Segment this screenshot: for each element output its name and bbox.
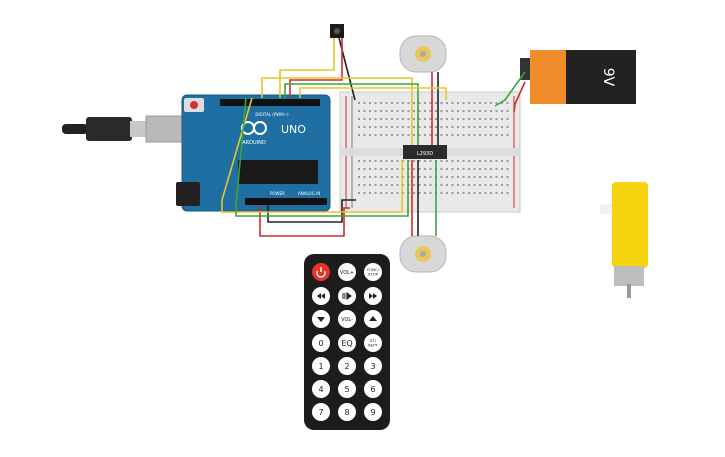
wire-harness [221, 37, 526, 237]
usb-cable[interactable] [62, 115, 185, 143]
arduino-brand: ARDUINO [242, 140, 266, 146]
remote-button[interactable]: EQ [338, 334, 356, 352]
svg-text:ST/: ST/ [370, 338, 377, 343]
dc-power-jack [176, 182, 200, 206]
battery-label: 9V [600, 68, 616, 87]
dc-motor-top[interactable] [399, 35, 447, 73]
svg-text:FUNC/: FUNC/ [367, 267, 379, 272]
yellow-gear-motor[interactable] [600, 182, 648, 298]
remote-play-pause-icon[interactable] [338, 287, 356, 305]
power-header-label: POWER [270, 191, 285, 196]
svg-text:4: 4 [318, 385, 323, 394]
arduino-model: UNO [281, 123, 306, 136]
remote-button[interactable]: 3 [364, 357, 382, 375]
svg-text:2: 2 [344, 362, 349, 371]
remote-button[interactable]: VOL- [338, 310, 356, 328]
remote-down-icon[interactable] [312, 310, 330, 328]
remote-power-icon[interactable] [312, 263, 330, 281]
svg-text:EQ: EQ [341, 339, 352, 348]
wire-red-power[interactable] [259, 205, 350, 237]
svg-text:VOL+: VOL+ [340, 270, 354, 276]
svg-text:1: 1 [318, 362, 323, 371]
wire-green-batt[interactable] [494, 71, 526, 107]
remote-up-icon[interactable] [364, 310, 382, 328]
remote-button[interactable]: 1 [312, 357, 330, 375]
svg-text:9: 9 [370, 408, 375, 417]
remote-button[interactable]: 5 [338, 380, 356, 398]
l293d-driver-chip[interactable]: L293D [403, 145, 447, 159]
svg-text:5: 5 [344, 385, 349, 394]
svg-text:0: 0 [318, 339, 323, 348]
wire-yellow-b[interactable] [221, 97, 403, 213]
wire-yellow-ir[interactable] [279, 38, 335, 98]
wire-yellow-a[interactable] [261, 77, 413, 145]
svg-text:3: 3 [370, 362, 375, 371]
ir-remote-control[interactable]: VOL+ FUNC/STOP VOL- 0 EQ ST/REPT 1 2 3 4 5 6 7 8 9 [304, 254, 390, 430]
wire-yellow-c[interactable] [299, 87, 447, 100]
battery-9v[interactable]: 9V [520, 50, 636, 104]
remote-button[interactable]: 6 [364, 380, 382, 398]
digital-header [220, 99, 320, 106]
wire-red-batt[interactable] [513, 81, 526, 113]
remote-button[interactable]: 8 [338, 403, 356, 421]
remote-button[interactable]: 7 [312, 403, 330, 421]
remote-button[interactable]: 4 [312, 380, 330, 398]
ir-receiver[interactable] [330, 24, 344, 38]
digital-header-label: DIGITAL (PWM~) [255, 112, 289, 117]
remote-button[interactable]: VOL+ [338, 263, 356, 281]
power-analog-header [245, 198, 327, 205]
remote-button[interactable]: 0 [312, 334, 330, 352]
svg-text:STOP: STOP [368, 272, 379, 277]
svg-text:REPT: REPT [368, 343, 378, 348]
dc-motor-bottom[interactable] [399, 235, 447, 273]
remote-button[interactable]: 2 [338, 357, 356, 375]
wire-red-ir[interactable] [289, 38, 343, 98]
svg-text:7: 7 [318, 408, 323, 417]
remote-rewind-icon[interactable] [312, 287, 330, 305]
remote-button[interactable]: FUNC/STOP [364, 263, 382, 281]
wire-green-b[interactable] [235, 97, 409, 217]
atmega-chip [238, 160, 318, 184]
remote-button[interactable]: 9 [364, 403, 382, 421]
svg-text:8: 8 [344, 408, 349, 417]
arduino-uno-board[interactable]: ARDUINO UNO DIGITAL (PWM~) POWER ANALOG … [176, 94, 331, 212]
chip-label: L293D [417, 151, 433, 157]
svg-text:VOL-: VOL- [341, 317, 353, 323]
analog-header-label: ANALOG IN [298, 191, 320, 196]
remote-fast-forward-icon[interactable] [364, 287, 382, 305]
wire-green-a[interactable] [284, 83, 419, 145]
svg-text:6: 6 [370, 385, 375, 394]
remote-button[interactable]: ST/REPT [364, 334, 382, 352]
